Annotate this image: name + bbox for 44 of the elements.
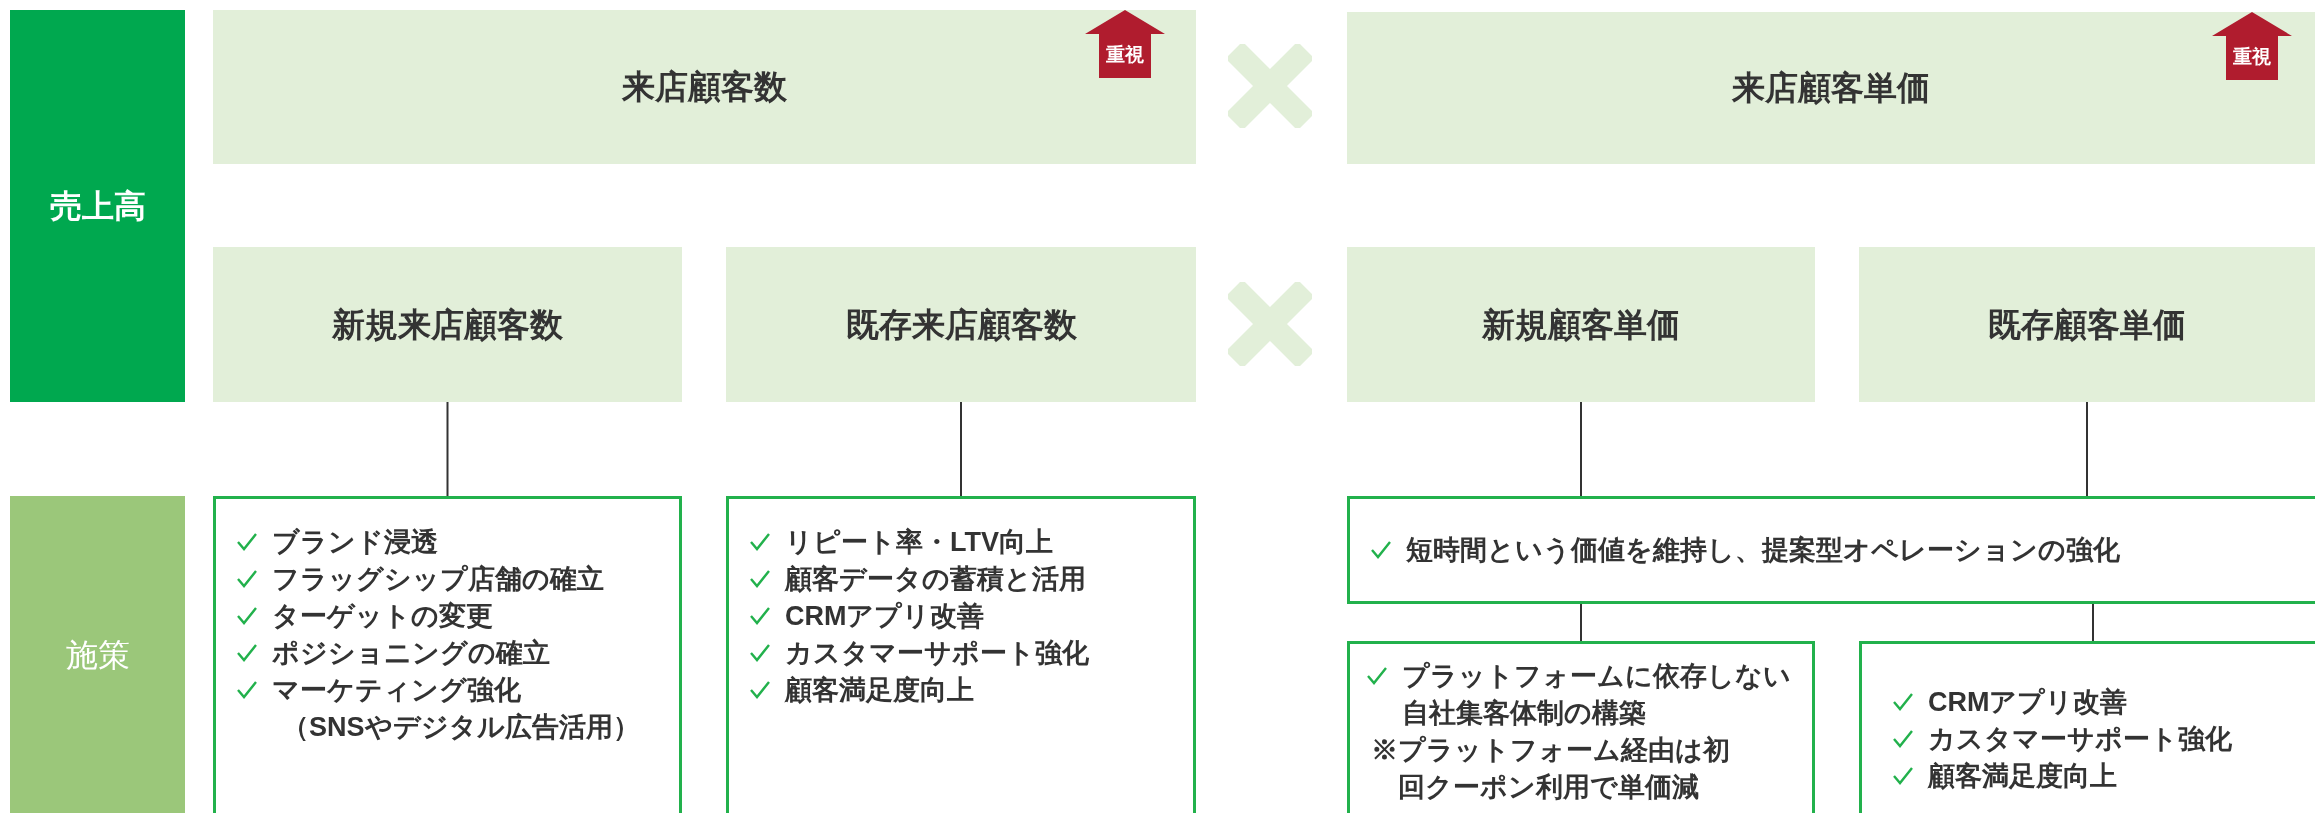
list-item-text: 顧客データの蓄積と活用 [785,563,1086,596]
measure-box [213,496,682,813]
list-item-text: フラッグシップ店舗の確立 [272,563,604,596]
list-item-text: カスタマーサポート強化 [1928,723,2232,756]
row-header-band: 施策 [10,496,185,813]
list-item-text: 短時間という価値を維持し、提案型オペレーションの強化 [1406,533,2120,567]
list-item-text: CRMアプリ改善 [785,600,985,633]
metric-label: 新規顧客単価 [1482,304,1680,345]
metric-box [1859,247,2315,402]
list-item-text: カスタマーサポート強化 [785,637,1089,670]
metric-label: 来店顧客数 [622,67,787,108]
connector-line [446,401,449,497]
list-item-text: マーケティング強化 [272,674,521,707]
measure-box [1347,641,1815,813]
list-item-text: CRMアプリ改善 [1928,686,2128,719]
metric-label: 新規来店顧客数 [332,304,563,345]
list-item-text: ターゲットの変更 [272,600,493,633]
priority-arrow-badge: 重視 [2212,12,2292,80]
metric-box [213,247,682,402]
list-item-text: ※プラットフォーム経由は初回クーポン利用で単価減 [1370,734,1732,804]
list-item-text: （SNSやデジタル広告活用） [281,711,641,744]
metric-box [1347,247,1815,402]
metric-label: 既存顧客単価 [1988,304,2186,345]
list-item-text: ブランド浸透 [272,526,438,559]
list-item-text: プラットフォームに依存しない自社集客体制の構築 [1402,660,1792,730]
measure-box [1859,641,2315,813]
priority-arrow-badge: 重視 [1085,10,1165,78]
connector-line [1580,603,1582,642]
list-item-text: リピート率・LTV向上 [785,526,1053,559]
measure-box [1347,496,2315,604]
list-item-text: ポジショニングの確立 [272,637,550,670]
row-header-band: 売上高 [10,10,185,402]
measure-box [726,496,1196,813]
metric-label: 既存来店顧客数 [845,304,1077,345]
metric-box [213,10,1196,164]
metric-label: 来店顧客単価 [1732,68,1930,109]
connector-line [2086,401,2088,497]
metric-box [1347,12,2315,164]
list-item-text: 顧客満足度向上 [1928,760,2117,793]
list-item-text: 顧客満足度向上 [785,674,974,707]
metric-box [726,247,1196,402]
connector-line [960,401,962,497]
connector-line [1580,401,1582,497]
connector-line [2092,603,2094,642]
